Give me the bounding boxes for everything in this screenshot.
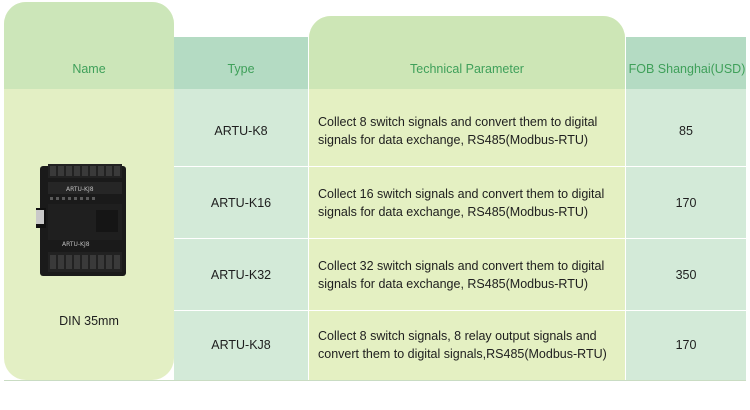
- table-row-type: ARTU-K16: [210, 195, 272, 210]
- name-cell-mounting: DIN 35mm: [59, 314, 119, 328]
- table-row-tech: Collect 8 switch signals and convert the…: [318, 115, 598, 147]
- table-row-type: ARTU-K32: [210, 267, 272, 282]
- device-label-bottom: ARTU-KJ8: [62, 241, 90, 248]
- table-row-type: ARTU-KJ8: [211, 338, 271, 352]
- type-header-band: [174, 37, 308, 89]
- header-type: Type: [227, 62, 255, 76]
- table-row-price: 85: [679, 124, 693, 138]
- row-divider: [174, 166, 746, 167]
- table-row-price: 170: [675, 195, 697, 210]
- fob-header-band: [626, 37, 746, 89]
- table-row-tech: Collect 16 switch signals and convert th…: [318, 186, 605, 219]
- row-divider: [174, 310, 746, 311]
- device-label-top: ARTU-KJ8: [66, 186, 94, 193]
- table-row-tech: Collect 32 switch signals and convert th…: [318, 258, 605, 291]
- table-row-tech: Collect 8 switch signals, 8 relay output…: [318, 329, 607, 361]
- type-column-bg: [174, 37, 308, 380]
- device-image: ARTU-KJ8 ARTU-KJ8: [36, 164, 126, 276]
- header-name: Name: [72, 62, 106, 76]
- table-row-type: ARTU-K8: [214, 124, 268, 138]
- row-divider: [174, 238, 746, 239]
- table-row-price: 170: [675, 338, 697, 352]
- table-row-price: 350: [675, 267, 697, 282]
- header-fob-price: FOB Shanghai(USD): [628, 62, 746, 76]
- fob-column-bg: [626, 37, 746, 380]
- header-technical-parameter: Technical Parameter: [410, 62, 524, 76]
- tech-header-band: [309, 16, 625, 89]
- name-header-band: [4, 2, 174, 89]
- table-bottom-rule: [4, 380, 746, 381]
